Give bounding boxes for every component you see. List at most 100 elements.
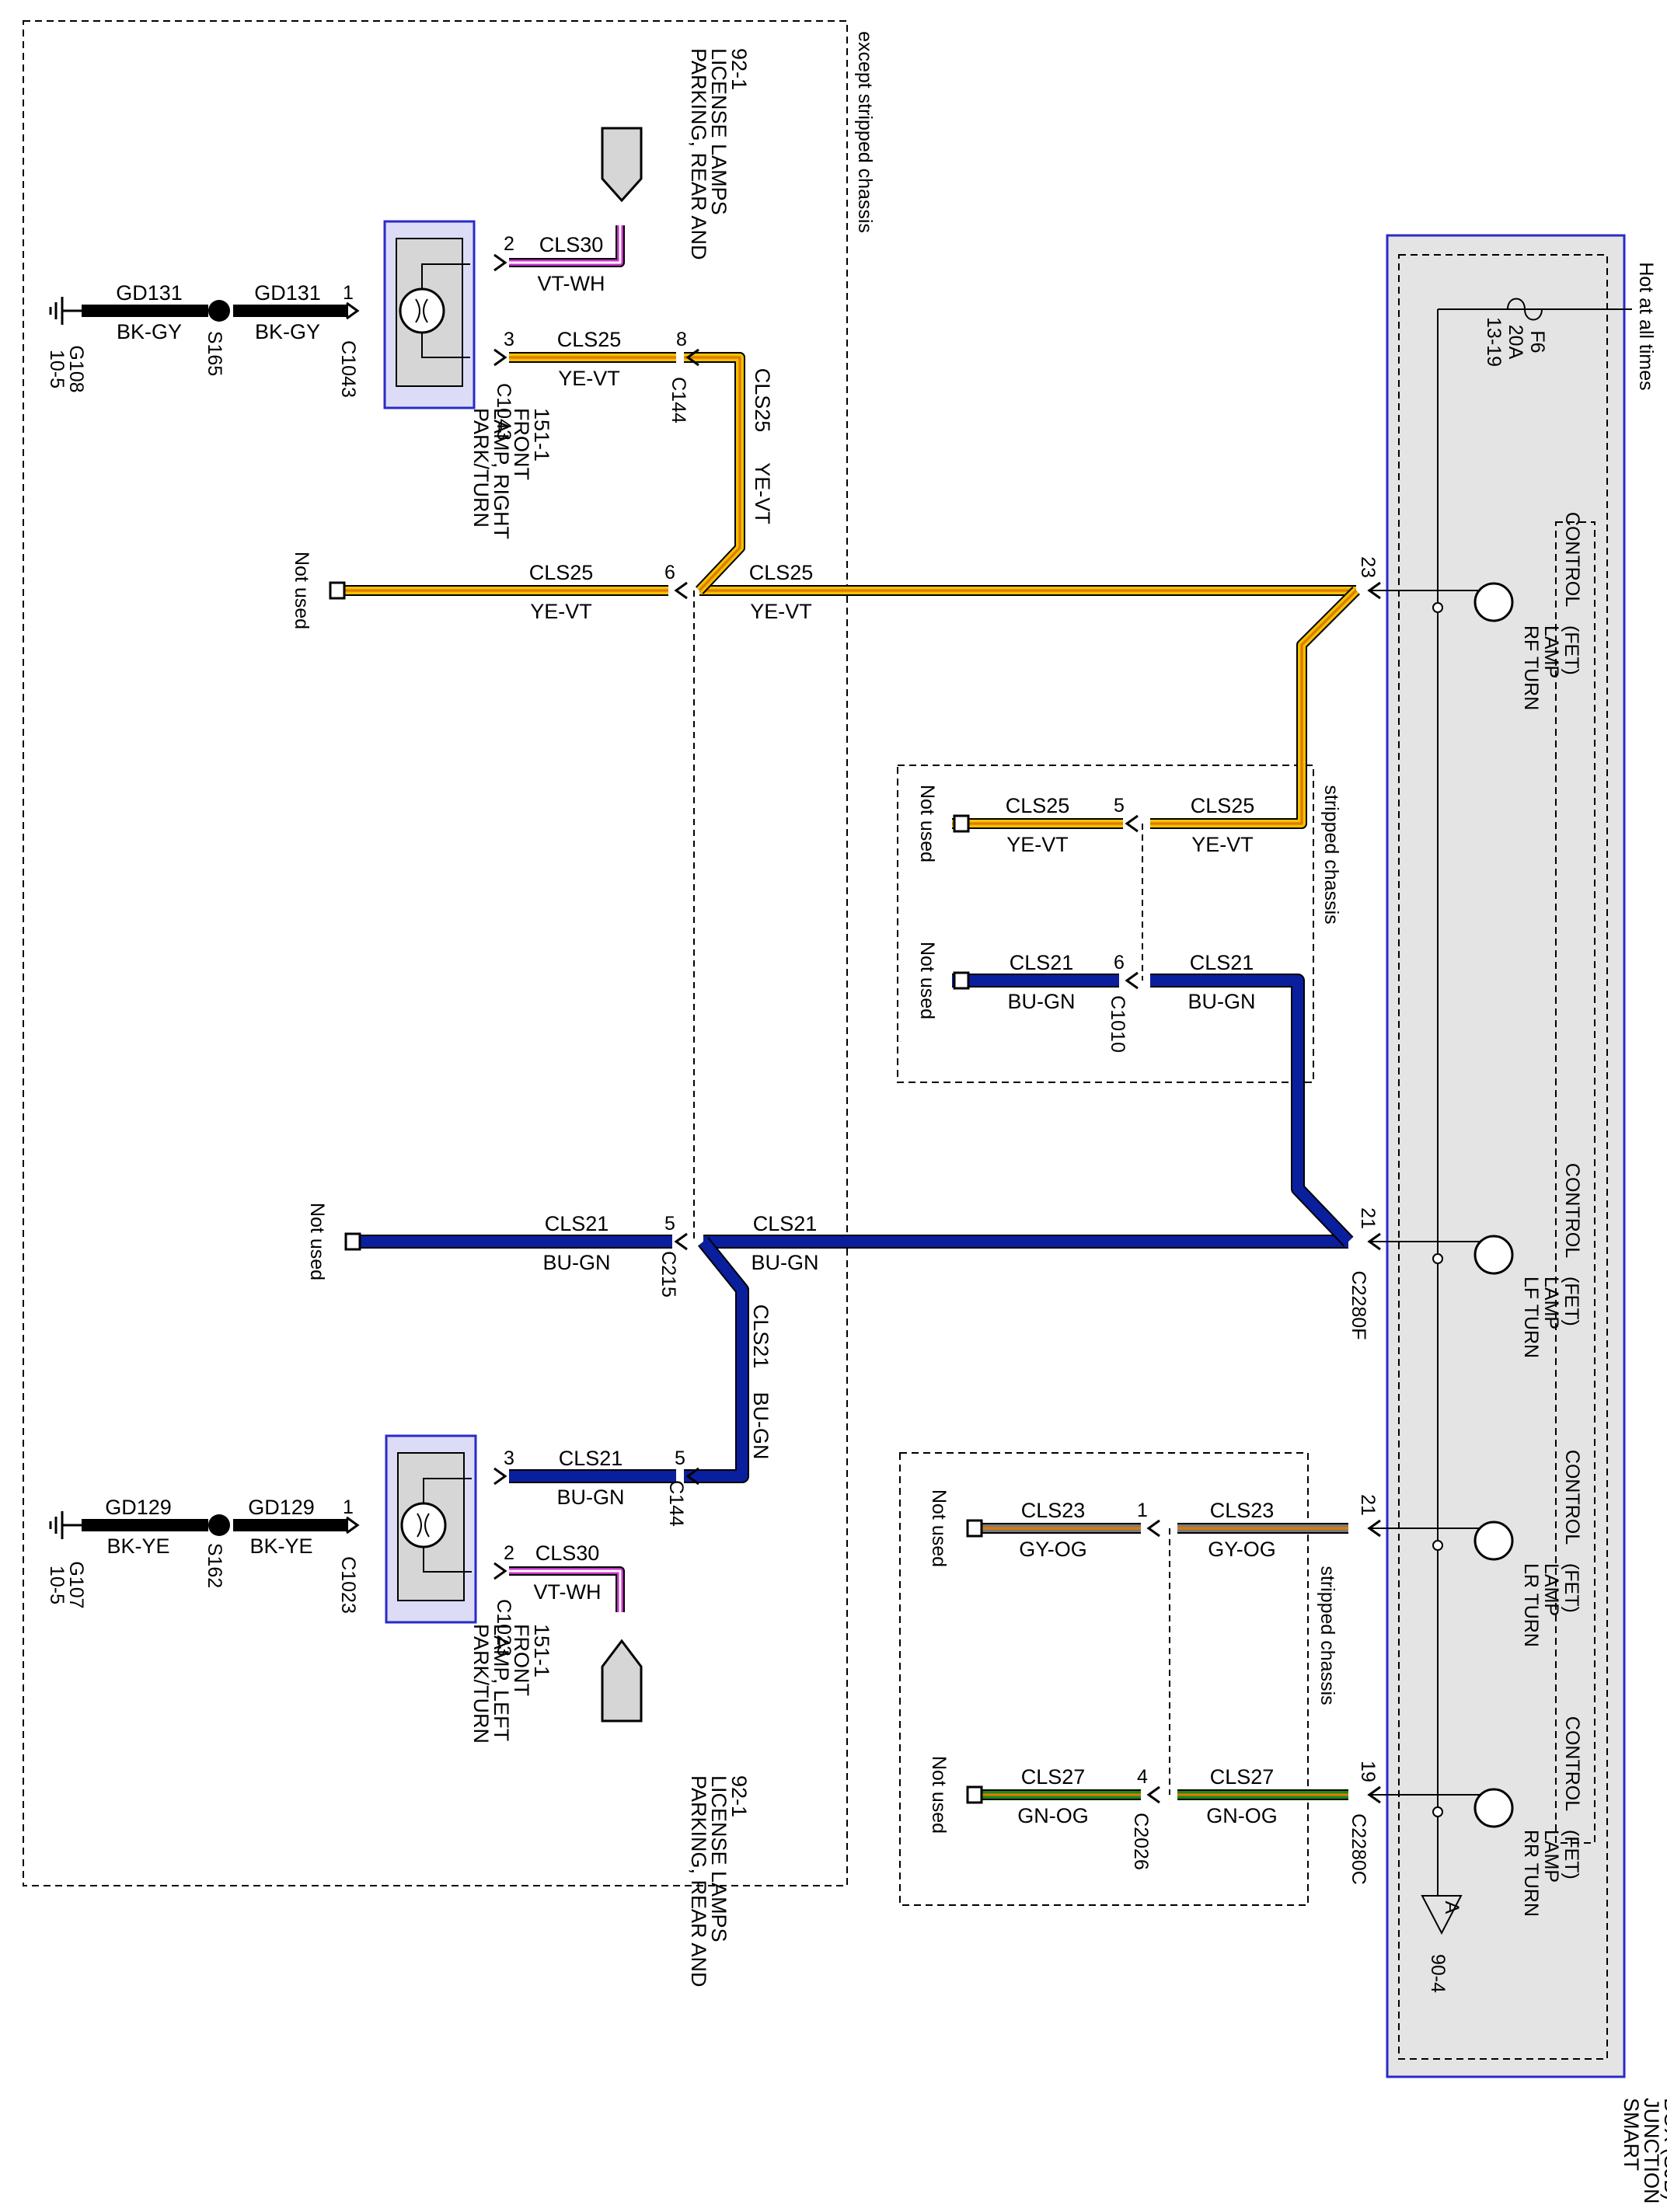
connector-arrow-7: [685, 1467, 699, 1486]
connector-arrow-10: [1146, 1519, 1160, 1538]
connector-arrow-3: [1367, 1785, 1381, 1804]
lamp-arrow-5: [493, 1562, 507, 1580]
fuse-rating-label: 20A: [1505, 325, 1526, 360]
sjb-control-label-1: CONTROL: [1561, 1163, 1583, 1258]
sjb-inner: [1398, 254, 1608, 2060]
pin-c144-cls25: 8: [676, 329, 687, 350]
wire-cls25-riser-stripe: [684, 356, 741, 592]
pin-lamp-right-ground: 1: [343, 282, 354, 304]
connector-arrow-11: [1146, 1785, 1160, 1804]
lamp-right-caption-line-2: FRONT: [510, 408, 533, 480]
pin-c215-cls25: 6: [664, 562, 675, 583]
sjb-rr-tap-junction: [1432, 1806, 1443, 1817]
region-except-stripped-label: except stripped chassis: [854, 31, 876, 233]
sjb-control-box: [1555, 521, 1596, 1844]
ground-g108-ref: 10-5: [46, 350, 68, 388]
sjb-module-2-line-0: LR TURN: [1520, 1563, 1542, 1647]
lamp-arrow-4: [493, 1467, 507, 1486]
sjb-fet-1-icon: [1473, 1235, 1514, 1275]
label-cls30-left-color: VT-WH: [534, 1580, 602, 1604]
sjb-rf-tap-junction: [1432, 602, 1443, 613]
lamp-left-front-filament-icon: [417, 1513, 430, 1538]
region-stripped-1-label: stripped chassis: [1320, 785, 1342, 924]
pin-lamp-right-cls30: 2: [504, 233, 514, 255]
splice-s165-label: S165: [204, 331, 225, 376]
sjb-lf-tap-junction: [1432, 1253, 1443, 1264]
lamp-right-caption-line-1: LAMP, RIGHT: [490, 408, 513, 539]
connector-arrow-0: [1367, 581, 1381, 600]
label-cls25-notused-circuit: CLS25: [529, 561, 594, 584]
pin-c1010-cls25: 5: [1114, 795, 1125, 817]
sjb-fet-0-icon: [1473, 582, 1514, 622]
not-used-label-2: Not used: [916, 785, 938, 862]
stripped-chassis-region-1: [897, 765, 1314, 1083]
connector-arrow-8: [1125, 814, 1139, 833]
label-cls21-s1-circuit: CLS21: [1190, 951, 1254, 974]
connector-c2280f-label: C2280F: [1348, 1271, 1369, 1340]
sjb-fet-2-icon: [1473, 1521, 1514, 1561]
connector-c144-top: C144: [668, 377, 689, 423]
not-used-terminal-0: [329, 581, 346, 600]
parking-ref-left-line-2: 92-1: [727, 1775, 751, 1817]
sjb-pin-label-3: 19: [1357, 1761, 1379, 1782]
parking-ref-right-line-0: PARKING, REAR AND: [687, 48, 710, 260]
label-cls27-a-circuit: CLS27: [1210, 1765, 1275, 1789]
sjb-outline: [1386, 234, 1626, 2078]
parking-ref-left-line-1: LICENSE LAMPS: [707, 1775, 731, 1942]
sjb-title-line-2: BOX (SJB): [1660, 2098, 1667, 2200]
connector-arrow-2: [1367, 1519, 1381, 1538]
lamp-arrow-3: [493, 348, 507, 367]
pin-c2026-cls27: 4: [1137, 1766, 1148, 1788]
not-used-label-5: Not used: [928, 1756, 950, 1834]
label-gd129-a-color: BK-YE: [106, 1534, 169, 1558]
connector-c2280c-label: C2280C: [1348, 1813, 1369, 1885]
sjb-module-1-line-1: LAMP: [1540, 1277, 1562, 1329]
label-cls23-b-color: GY-OG: [1019, 1538, 1087, 1561]
label-cls23-b-circuit: CLS23: [1021, 1499, 1086, 1522]
region-stripped-2-label: stripped chassis: [1317, 1566, 1338, 1705]
label-gd131-a-color: BK-GY: [117, 320, 182, 343]
sjb-module-0-line-1: LAMP: [1540, 625, 1562, 678]
label-cls25-lamp-circuit: CLS25: [557, 328, 622, 351]
not-used-label-0: Not used: [291, 552, 312, 629]
connector-c1043-b: C1043: [493, 383, 514, 441]
sjb-control-label-2: CONTROL: [1561, 1450, 1583, 1545]
ground-g107-ref: 10-5: [46, 1566, 68, 1604]
not-used-terminal-4: [966, 1519, 983, 1538]
not-used-label-4: Not used: [928, 1489, 950, 1567]
parking-ref-left-line-0: PARKING, REAR AND: [687, 1775, 710, 1987]
label-cls25-riser-color: YE-VT: [751, 462, 774, 524]
connector-arrow-4: [674, 581, 688, 600]
smart-junction-box: [1386, 234, 1632, 2078]
label-cls21-notused-circuit: CLS21: [545, 1212, 609, 1235]
label-cls27-a-color: GN-OG: [1206, 1804, 1278, 1827]
lamp-right-front-leads: [421, 263, 470, 358]
sjb-module-1-line-0: LF TURN: [1520, 1277, 1542, 1358]
parking-ref-right-line-1: LICENSE LAMPS: [707, 48, 731, 215]
wire-cls30-right-stripe: [509, 225, 622, 264]
label-cls21-lamp-circuit: CLS21: [559, 1447, 623, 1470]
not-used-label-3: Not used: [916, 942, 938, 1019]
label-cls23-a-color: GY-OG: [1208, 1538, 1276, 1561]
wire-cls21-strip: [1150, 975, 1353, 1245]
connector-c1043-a: C1043: [337, 340, 359, 398]
connector-arrow-5: [674, 1232, 688, 1251]
pin-lamp-left-cls30: 2: [504, 1542, 514, 1564]
lamp-right-front-bulb-icon: [399, 287, 445, 334]
sjb-pin-label-0: 23: [1357, 556, 1379, 578]
label-cls25-lamp-color: YE-VT: [558, 367, 620, 390]
pin-c144-cls21: 5: [675, 1447, 685, 1469]
wire-cls30-left-stripe: [509, 1569, 622, 1612]
fuse-f6-icon: [1507, 298, 1543, 321]
parking-ref-left-icon: [601, 1639, 643, 1723]
sjb-lr-tap-junction: [1432, 1540, 1443, 1551]
label-cls21-s2-color: BU-GN: [1008, 990, 1076, 1013]
lamp-right-front-filament-icon: [415, 298, 428, 323]
label-cls25-s1-color: YE-VT: [1191, 833, 1254, 856]
label-gd129-b-circuit: GD129: [248, 1496, 315, 1519]
label-cls21-main-color: BU-GN: [752, 1251, 819, 1274]
sjb-control-label-3: CONTROL: [1561, 1716, 1583, 1811]
label-cls21-lamp-color: BU-GN: [557, 1486, 625, 1509]
connector-c144-bottom: C144: [665, 1480, 687, 1527]
